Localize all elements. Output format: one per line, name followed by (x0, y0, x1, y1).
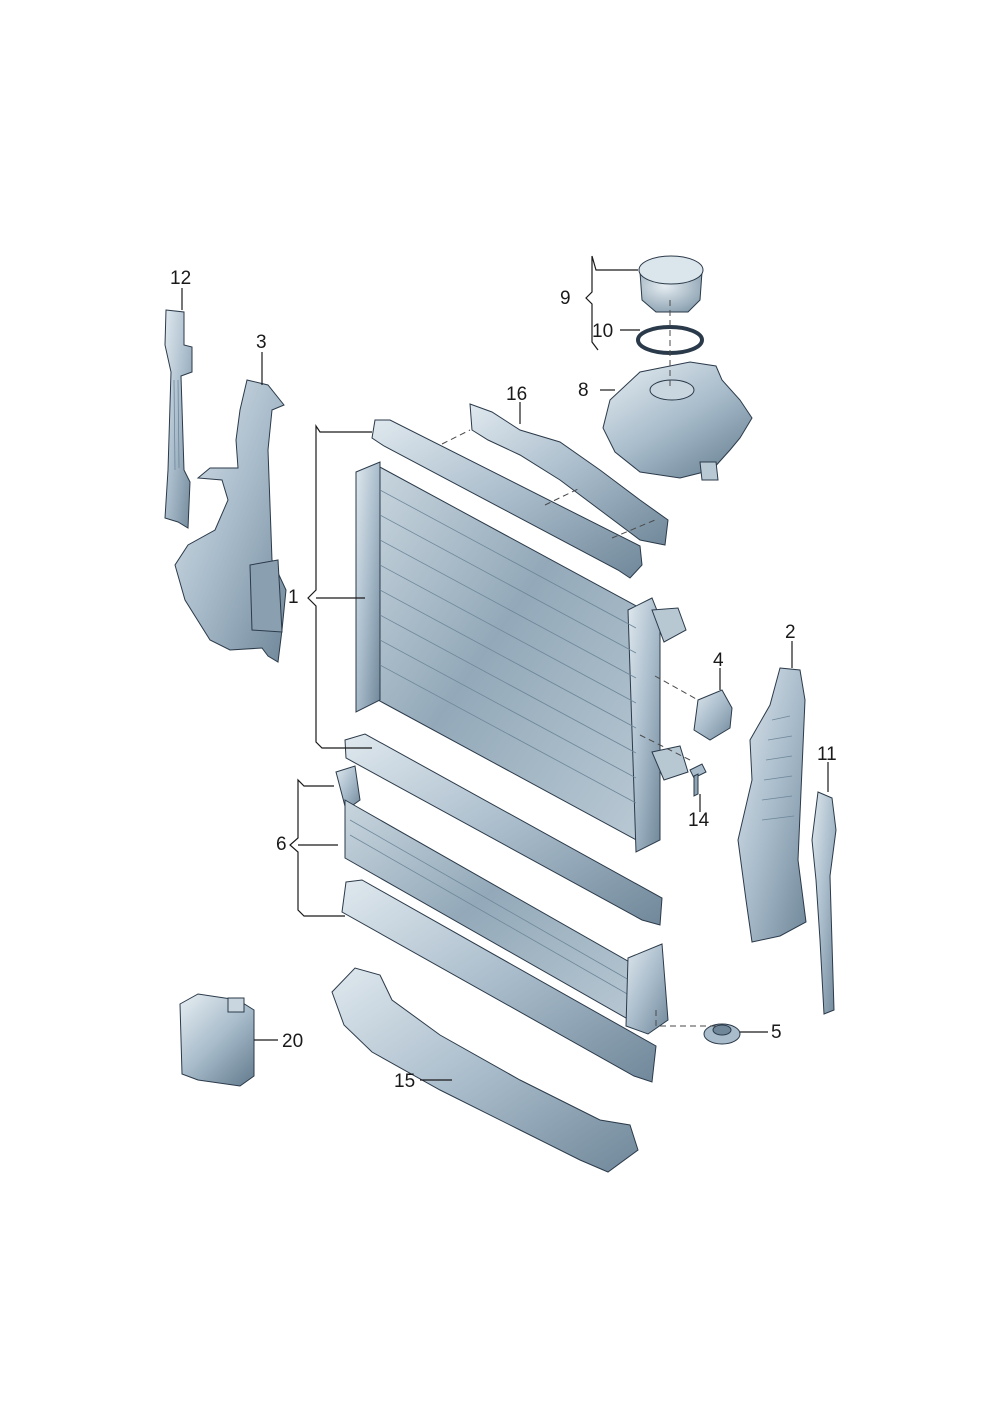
part-9-cap (638, 255, 704, 313)
callout-12: 12 (170, 268, 191, 289)
callout-8: 8 (578, 380, 589, 401)
callout-3: 3 (256, 332, 267, 353)
callout-bracket-1 (307, 424, 372, 749)
callout-10: 10 (592, 321, 613, 342)
callout-1: 1 (288, 587, 299, 608)
part-8-expansion-tank (602, 361, 753, 481)
part-11-air-guide-strip (811, 791, 837, 1015)
callout-bracket-9 (585, 255, 638, 351)
part-15-lower-air-deflector (331, 967, 639, 1173)
callout-11: 11 (817, 744, 837, 765)
part-2-air-guide-right (737, 667, 807, 943)
part-1-lower-rail (344, 733, 663, 926)
part-14-bolt (689, 763, 707, 797)
callout-15: 15 (394, 1071, 415, 1092)
part-1-upper-rail (371, 419, 643, 579)
callout-6: 6 (276, 834, 287, 855)
part-3-air-guide-left (174, 379, 287, 663)
part-4-retaining-bracket (693, 689, 733, 741)
callout-14: 14 (688, 810, 710, 831)
part-20-coolant-canister (179, 993, 255, 1087)
callout-bracket-6 (289, 778, 345, 917)
leader-lines (181, 288, 829, 1081)
radiator-core (355, 461, 689, 853)
part-5-grommet (703, 1023, 741, 1045)
callout-labels: 12 3 16 9 10 8 1 2 4 11 14 6 5 20 15 (170, 268, 837, 1092)
callout-20: 20 (282, 1031, 303, 1052)
part-12-air-guide-strip (164, 309, 193, 529)
callout-9: 9 (560, 288, 571, 309)
callout-4: 4 (713, 650, 724, 671)
part-6-auxiliary-cooler (335, 765, 669, 1035)
part-16-upper-seal (469, 403, 669, 546)
assembly-dash-lines (441, 300, 720, 1027)
part-6-lower-seal (341, 879, 657, 1083)
callout-16: 16 (506, 384, 527, 405)
callout-2: 2 (785, 622, 796, 643)
callout-5: 5 (771, 1022, 782, 1043)
